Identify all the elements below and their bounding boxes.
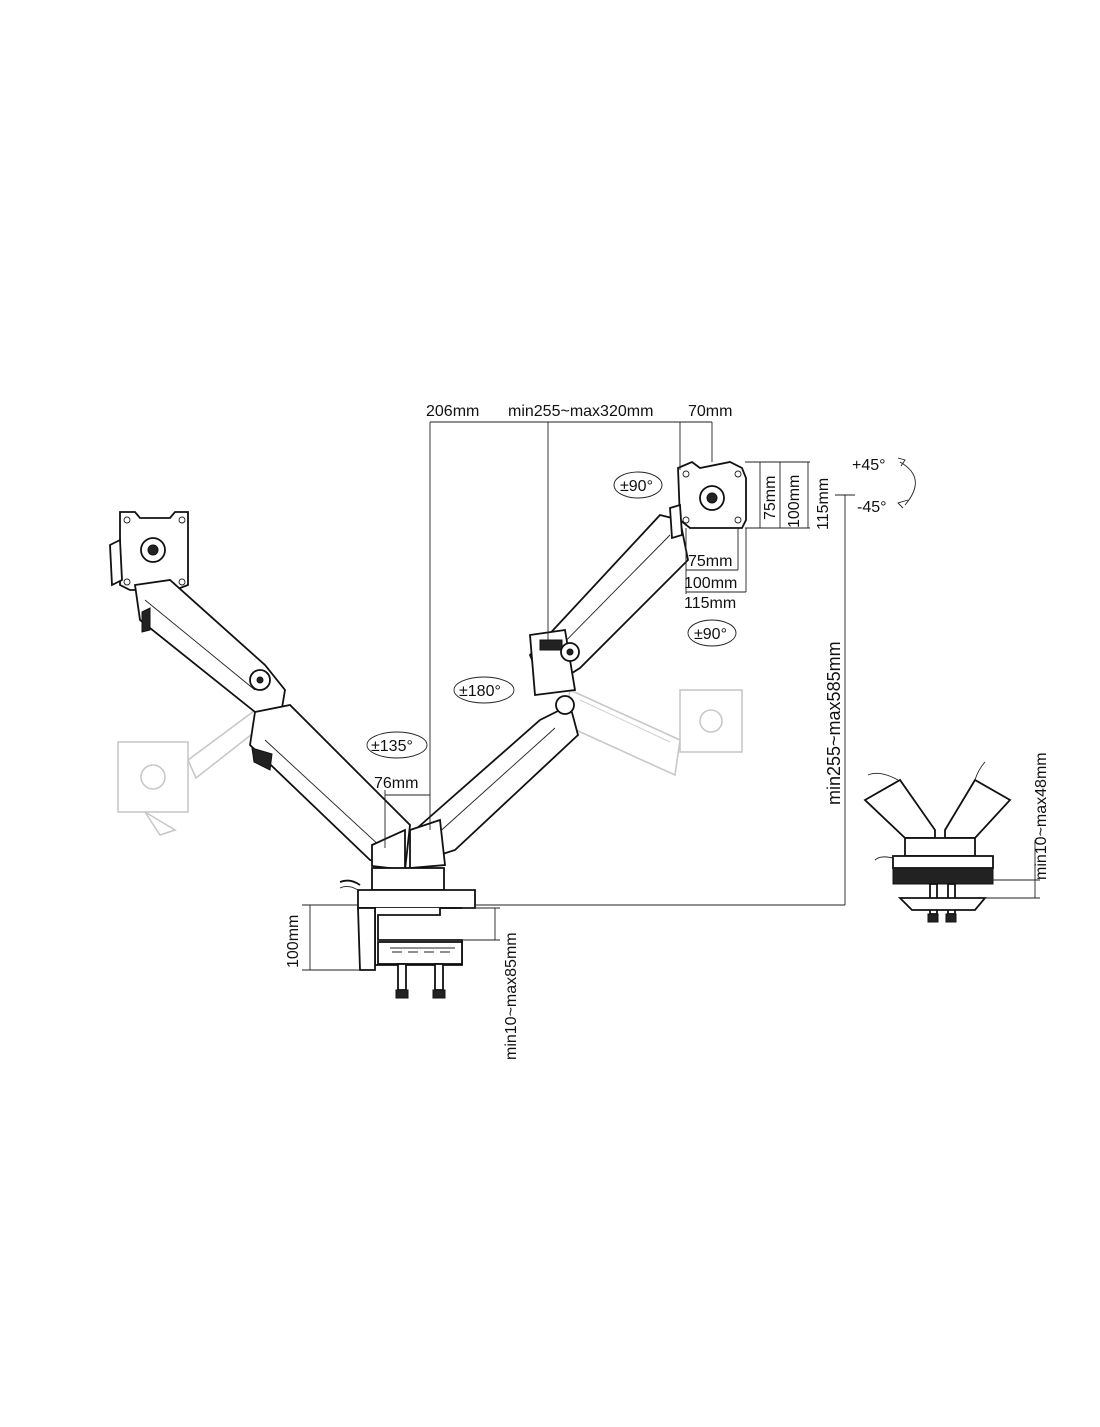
vesa-w75-label: 75mm	[688, 553, 732, 570]
rotation-arrows	[366, 457, 916, 759]
right-forearm	[409, 695, 580, 869]
base-rotation-label: ±135°	[371, 738, 413, 755]
head-swivel-top-label: ±90°	[620, 478, 653, 495]
offset-206-label: 206mm	[426, 403, 479, 420]
pole-width-label: 76mm	[374, 775, 418, 792]
elbow-rotation-label: ±180°	[459, 683, 501, 700]
base-height-label: 100mm	[285, 915, 302, 968]
head-swivel-bottom-label: ±90°	[694, 626, 727, 643]
center-base	[339, 867, 476, 909]
right-upper-arm	[528, 513, 689, 697]
vesa-w115-label: 115mm	[684, 595, 736, 612]
desk-clamp	[357, 907, 463, 999]
ghost-left-monitor	[117, 703, 272, 836]
arm-range-label: min255~max320mm	[508, 403, 653, 420]
height-range-label: min255~max585mm	[824, 641, 844, 805]
grommet-range-label: min10~max48mm	[1033, 752, 1050, 880]
tilt-down-label: -45°	[857, 499, 887, 516]
ghost-right-monitor	[564, 688, 743, 777]
grommet-inset	[863, 761, 1012, 923]
tilt-up-label: +45°	[852, 457, 886, 474]
vesa-h75-label: 75mm	[762, 476, 779, 520]
dimension-lines	[302, 421, 1040, 971]
head-offset-label: 70mm	[688, 403, 732, 420]
vesa-h115-label: 115mm	[815, 478, 832, 530]
clamp-range-label: min10~max85mm	[503, 932, 520, 1060]
vesa-w100-label: 100mm	[684, 575, 737, 592]
left-upper-arm	[133, 579, 286, 722]
vesa-h100-label: 100mm	[786, 475, 803, 528]
left-monitor-plate	[109, 511, 189, 591]
right-monitor-plate	[669, 460, 747, 540]
